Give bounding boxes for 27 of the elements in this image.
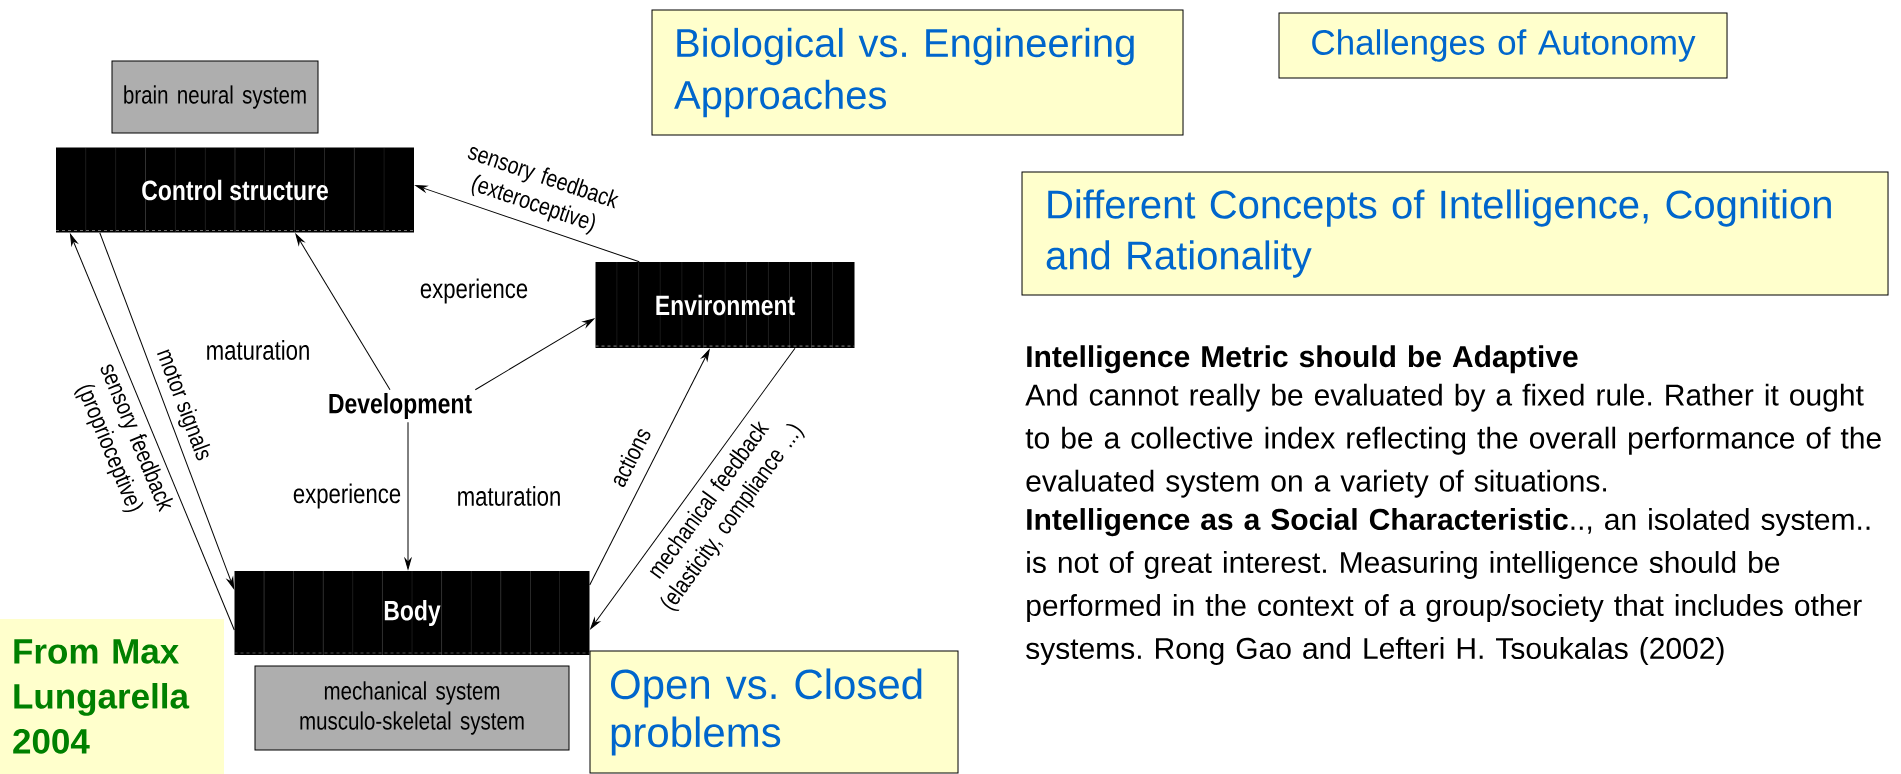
arrow [474, 318, 595, 391]
arrow [99, 232, 235, 589]
paragraph: And cannot really be evaluated by a fixed rule. Rather it ought to be a collective index reflecting the overall performance of the evaluated system on a variety of situations. [1025, 383, 1881, 498]
edge-label: maturation [207, 340, 309, 360]
heading-text: Intelligence Metric should be Adaptive [1027, 345, 1578, 374]
topic-box: Open vs. Closed problems [589, 650, 959, 774]
labeled-box: mechanical system musculo-skeletal system [254, 665, 570, 751]
topic-box: Biological vs. Engineering Approaches [651, 9, 1184, 136]
paragraph: Intelligence as a Social Characteristic.., an isolated system.. is not of great interest. Measuring intelligence should be performed in the context of a group/society that includes other systems. Rong Gao and Lefteri H. Tsoukalas (2002) [1026, 508, 1870, 666]
labeled-box: Environment [595, 262, 855, 348]
arrow [590, 347, 796, 630]
edge-label: experience [293, 483, 401, 509]
topic-box: Different Concepts of Intelligence, Cognition and Rationality [1021, 171, 1889, 296]
source-note: From Max Lungarella 2004 [0, 619, 224, 774]
arrow [70, 233, 235, 631]
topic-box: Challenges of Autonomy [1278, 12, 1728, 79]
node-label: Development [329, 392, 472, 420]
arrow [295, 233, 391, 391]
labeled-box: Body [234, 571, 590, 655]
arrow [404, 421, 412, 570]
arrow [415, 185, 640, 263]
arrow [589, 349, 710, 586]
arrow-label: maturation [458, 486, 560, 506]
edge-label: actions [613, 429, 651, 487]
labeled-box: brain neural system [111, 60, 319, 134]
labeled-box: Control structure [56, 147, 414, 233]
edge-label: experience [420, 278, 528, 304]
